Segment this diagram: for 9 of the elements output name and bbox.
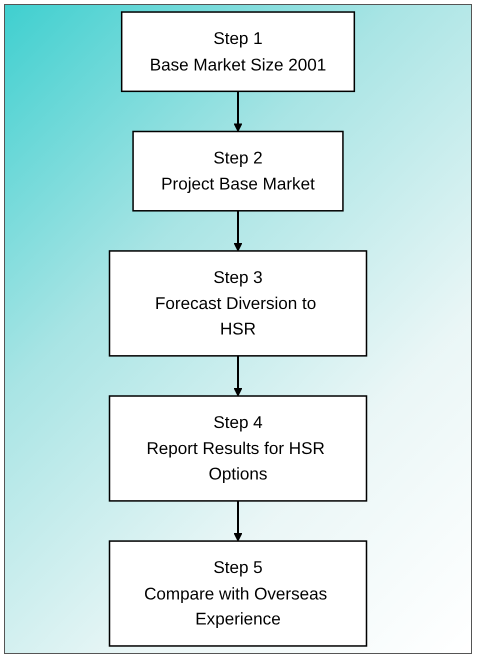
arrow	[234, 356, 242, 396]
arrow	[234, 210, 242, 252]
process-box: Step 4 Report Results for HSR Options	[108, 395, 368, 502]
arrow	[234, 91, 242, 132]
process-box: Step 2 Project Base Market	[132, 130, 344, 212]
process-box: Step 5 Compare with Overseas Experience	[108, 540, 368, 647]
process-box: Step 3 Forecast Diversion to HSR	[108, 250, 368, 357]
arrow	[234, 500, 242, 542]
process-box: Step 1 Base Market Size 2001	[120, 11, 356, 92]
